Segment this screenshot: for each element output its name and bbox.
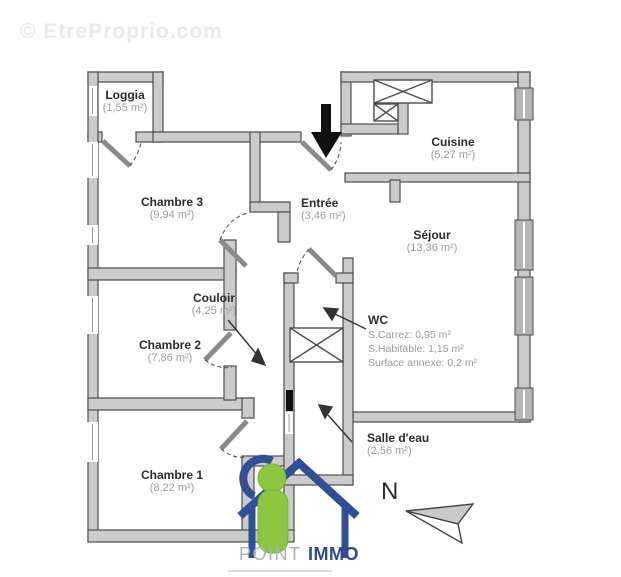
room-label-entree: Entrée (3,46 m²)	[301, 196, 346, 223]
room-area: (4,25 m²)	[191, 305, 237, 317]
room-label-couloir: Couloir (4,25 m²)	[192, 291, 237, 318]
room-label-loggia: Loggia (1,55 m²)	[103, 88, 148, 115]
room-area: (8,22 m²)	[149, 482, 195, 494]
room-label-chambre-1: Chambre 1 (8,22 m²)	[141, 468, 203, 495]
wc-annotation: WC S.Carrez: 0,95 m² S.Habitable: 1,15 m…	[368, 313, 477, 370]
room-area: (3,46 m²)	[301, 210, 346, 222]
room-name: Couloir	[193, 291, 235, 305]
room-name: Cuisine	[431, 135, 475, 149]
room-label-sejour: Séjour (13,36 m²)	[407, 228, 458, 255]
room-area: (9,94 m²)	[149, 209, 195, 221]
compass-icon	[405, 503, 475, 545]
fixtures-group	[289, 79, 433, 363]
logo-immo-text: IMMO	[308, 544, 360, 564]
room-name: Séjour	[413, 228, 451, 242]
room-label-cuisine: Cuisine (5,27 m²)	[431, 135, 476, 162]
windows-group	[87, 86, 534, 462]
doors-group	[101, 139, 342, 458]
door-marker-icon	[286, 390, 293, 411]
room-label-chambre-3: Chambre 3 (9,94 m²)	[141, 195, 203, 222]
room-area: (7,86 m²)	[147, 352, 193, 364]
room-name: Loggia	[105, 88, 145, 102]
room-name: Chambre 1	[140, 468, 204, 482]
pointer-arrows-group	[227, 307, 367, 443]
room-label-salle-deau: Salle d'eau (2,56 m²)	[367, 431, 429, 458]
room-name: Salle d'eau	[367, 431, 430, 445]
entrance-arrow-icon	[311, 104, 342, 158]
room-name: Entrée	[301, 196, 339, 210]
room-area: (5,27 m²)	[430, 149, 476, 161]
room-area: (13,36 m²)	[406, 242, 458, 254]
room-area: (1,55 m²)	[102, 102, 148, 114]
watermark-text: © EtreProprio.com	[20, 20, 223, 43]
room-label-chambre-2: Chambre 2 (7,86 m²)	[139, 338, 201, 365]
wc-title: WC	[368, 313, 388, 327]
wc-annexe-line: Surface annexe: 0,2 m²	[368, 357, 478, 369]
logo-wordmark: POINT IMMO	[239, 544, 359, 565]
wc-carrez-line: S.Carrez: 0,95 m²	[368, 329, 451, 341]
room-name: Chambre 3	[140, 195, 204, 209]
logo-point-text: POINT	[239, 544, 302, 564]
wc-habitable-line: S.Habitable: 1,15 m²	[368, 343, 464, 355]
compass-north-label: N	[381, 478, 399, 505]
logo-house-icon	[228, 454, 360, 572]
room-area: (2,56 m²)	[367, 445, 412, 457]
room-name: Chambre 2	[138, 338, 202, 352]
